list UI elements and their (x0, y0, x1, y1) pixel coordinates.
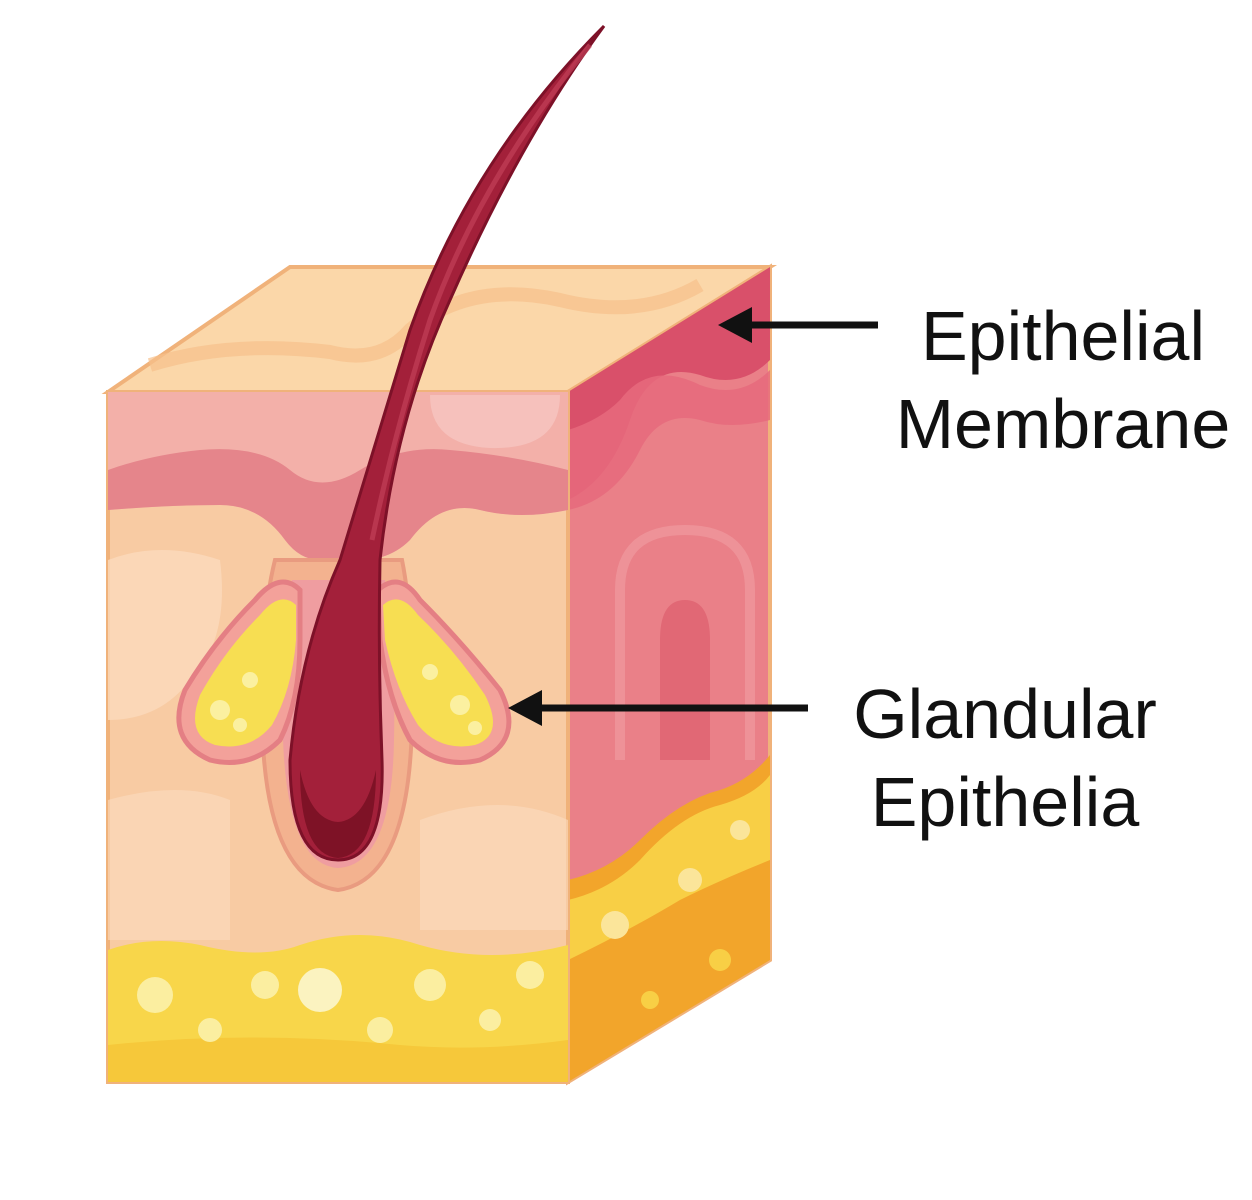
fat-bubble (198, 1018, 222, 1042)
fat-bubble (251, 971, 279, 999)
right-fat-bubble (678, 868, 702, 892)
label-line: Epithelial (921, 297, 1205, 375)
skin-block (101, 24, 778, 1086)
hair-shaft (288, 24, 606, 862)
fat-bubble (516, 961, 544, 989)
gland-bubble (422, 664, 438, 680)
right-face-follicle-shadow (660, 600, 710, 760)
gland-bubble (233, 718, 247, 732)
front-dermis-light-3 (108, 790, 230, 940)
front-fat-bottom (108, 1037, 568, 1082)
right-fat-bubble (730, 820, 750, 840)
front-epidermis-dark-band (108, 449, 568, 560)
fat-bubble (479, 1009, 501, 1031)
epithelial-membrane-arrow (718, 307, 878, 343)
right-fat-bubble (601, 911, 629, 939)
label-epithelial-membrane: Epithelial Membrane (896, 297, 1231, 463)
gland-bubble (210, 700, 230, 720)
gland-bubble (450, 695, 470, 715)
fat-bubble (367, 1017, 393, 1043)
front-dermis-light (108, 550, 222, 720)
glandular-epithelia-arrow (508, 690, 808, 726)
label-line: Glandular (853, 675, 1157, 753)
hair-shaft-highlight (369, 43, 592, 541)
right-face-follicle-outline (615, 524, 755, 760)
label-glandular-epithelia: Glandular Epithelia (853, 675, 1157, 841)
arrow-head (718, 307, 752, 343)
gland-bubble (242, 672, 258, 688)
fat-bubble (414, 969, 446, 1001)
label-line: Membrane (896, 385, 1231, 463)
right-fat-bubble (641, 991, 659, 1009)
right-fat-bubble (709, 949, 731, 971)
front-dermis-light-2 (420, 805, 568, 930)
gland-bubble (468, 721, 482, 735)
front-epidermis-light-lobes (430, 395, 560, 449)
right-face-epidermis-light (568, 370, 770, 510)
fat-bubble (298, 968, 342, 1012)
label-line: Epithelia (871, 763, 1140, 841)
hair-bulb (300, 770, 376, 858)
fat-bubble (137, 977, 173, 1013)
arrow-head (508, 690, 542, 726)
